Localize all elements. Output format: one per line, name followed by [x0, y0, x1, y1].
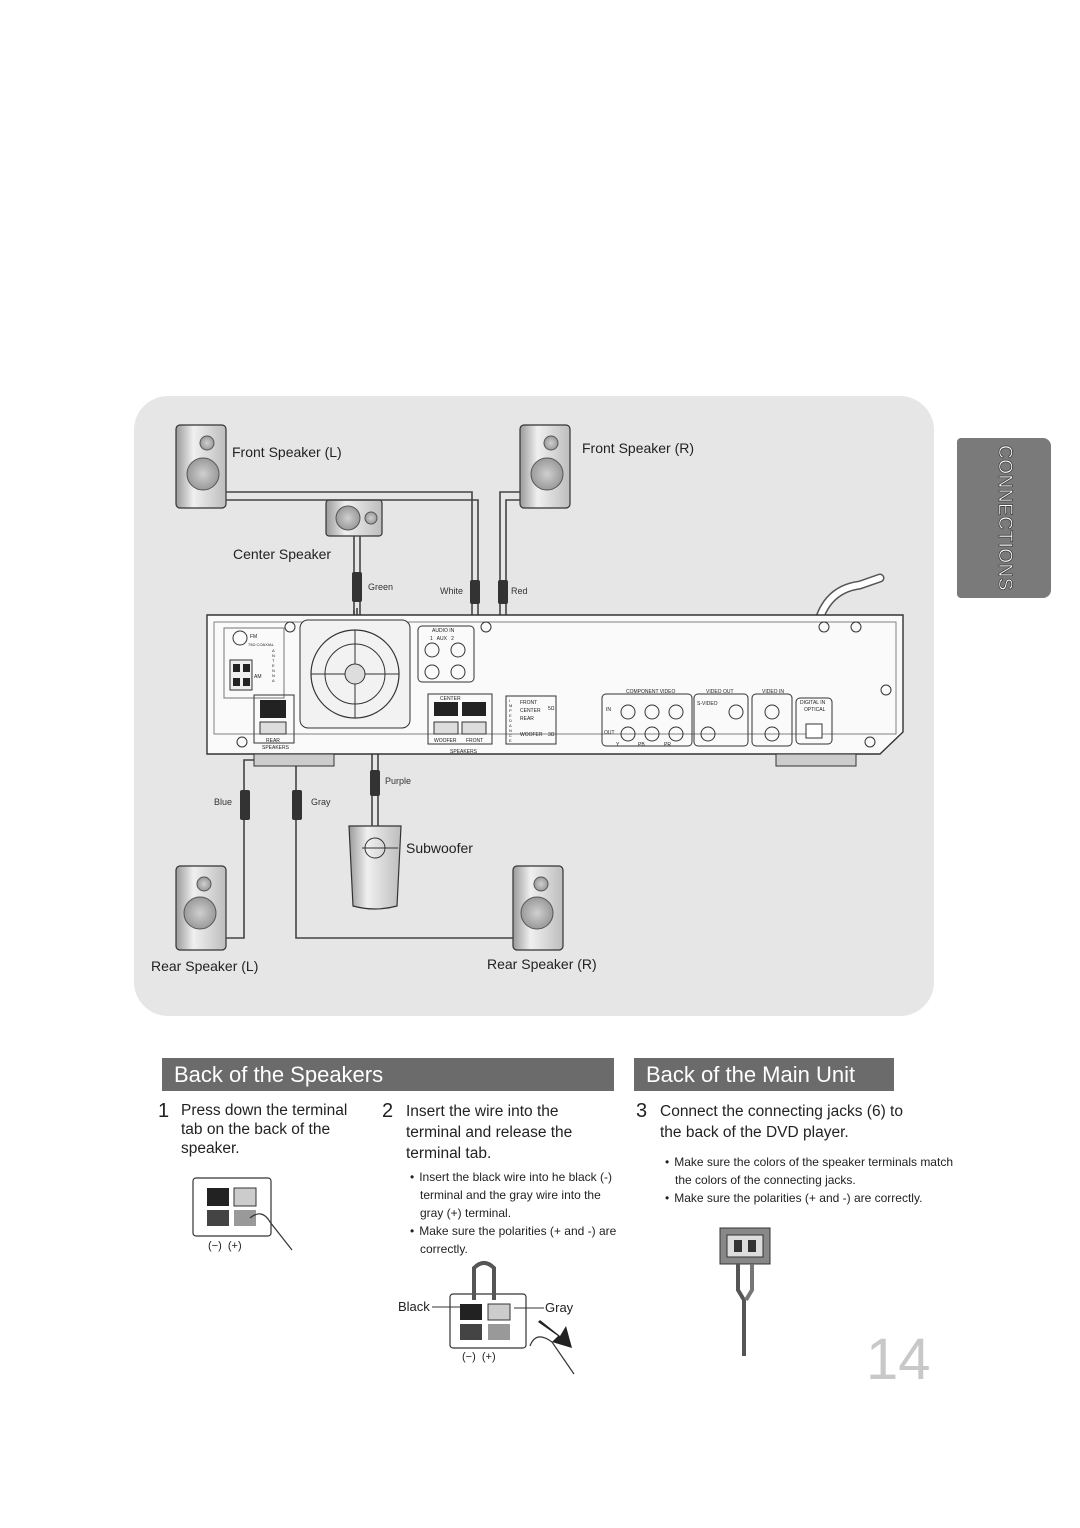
- unit-label-ohm-a: 5Ω: [548, 706, 555, 712]
- wire-color-white: White: [440, 586, 464, 596]
- rear-speaker-left-label: Rear Speaker (L): [151, 958, 259, 974]
- polarity-label-step1: (−) (+): [208, 1240, 242, 1252]
- unit-label-ohm-b: 3Ω: [548, 732, 555, 738]
- step1-text: Press down the terminal tab on the back …: [181, 1102, 348, 1157]
- gray-wire-label: Gray: [545, 1300, 574, 1315]
- black-wire-label: Black: [398, 1299, 430, 1314]
- unit-label-speakers: SPEAKERS: [450, 749, 477, 755]
- unit-label-in: IN: [606, 707, 611, 713]
- unit-label-woofer: WOOFER: [434, 738, 457, 744]
- unit-label-center: CENTER: [440, 696, 461, 702]
- unit-label-digital-in: DIGITAL IN: [800, 700, 826, 706]
- unit-label-antenna: ANTENNA: [272, 648, 275, 683]
- front-speaker-left-icon: [175, 424, 227, 509]
- jack-illustration-step3: [719, 1227, 771, 1356]
- polarity-label-step2: (−) (+): [462, 1351, 496, 1363]
- page-number: 14: [866, 1327, 931, 1392]
- unit-label-y: Y: [616, 742, 620, 748]
- center-speaker-label: Center Speaker: [233, 546, 332, 562]
- unit-label-impedance: IMPEDANCE: [509, 698, 513, 743]
- step3-text: Connect the connecting jacks (6) to the …: [660, 1103, 903, 1141]
- terminal-illustration-step2: [432, 1261, 575, 1375]
- step2-number: 2: [382, 1100, 394, 1122]
- unit-label-out: OUT: [604, 730, 615, 736]
- rear-speaker-left-icon: [175, 865, 227, 951]
- step1-number: 1: [158, 1100, 170, 1122]
- unit-label-front-tag: FRONT: [520, 700, 538, 706]
- rear-speaker-right-label: Rear Speaker (R): [487, 956, 597, 972]
- unit-label-fm: FM: [250, 634, 258, 640]
- main-unit-back-panel: [206, 614, 904, 767]
- unit-label-front: FRONT: [466, 738, 484, 744]
- step3-bullet-2: Make sure the polarities (+ and -) are c…: [674, 1189, 957, 1207]
- subwoofer-icon: [348, 825, 402, 910]
- unit-label-speakers-rear: SPEAKERS: [262, 745, 289, 751]
- step3-number: 3: [636, 1100, 648, 1122]
- unit-label-coaxial: 75Ω COAXIAL: [248, 642, 274, 647]
- subwoofer-label: Subwoofer: [406, 840, 473, 856]
- unit-label-woofer-tag: WOOFER: [520, 732, 543, 738]
- wire-color-purple: Purple: [385, 776, 412, 786]
- unit-label-svideo: S-VIDEO: [697, 701, 718, 707]
- unit-label-pb: PB: [638, 742, 645, 748]
- unit-label-rear-tag: REAR: [520, 716, 534, 722]
- step3-bullets: Make sure the colors of the speaker term…: [674, 1153, 957, 1207]
- unit-label-audio-in: AUDIO IN: [432, 628, 455, 634]
- unit-label-video-in: VIDEO IN: [762, 689, 784, 695]
- wire-color-blue: Blue: [214, 797, 233, 807]
- step2-bullet-2: Make sure the polarities (+ and -) are c…: [419, 1222, 626, 1258]
- front-speaker-left-label: Front Speaker (L): [232, 444, 342, 460]
- front-speaker-right-label: Front Speaker (R): [582, 440, 695, 456]
- section-tab-connections: CONNECTIONS: [957, 438, 1051, 598]
- unit-label-component-video: COMPONENT VIDEO: [626, 689, 676, 695]
- wire-color-gray: Gray: [311, 797, 331, 807]
- rear-speaker-right-icon: [512, 865, 564, 951]
- main-unit-section-title: Back of the Main Unit: [634, 1058, 894, 1091]
- center-speaker-icon: [325, 499, 383, 537]
- front-speaker-right-icon: [519, 424, 571, 509]
- unit-label-optical: OPTICAL: [804, 707, 826, 713]
- unit-label-aux: 1 AUX 2: [430, 636, 454, 642]
- terminal-illustration-step1: [192, 1177, 293, 1251]
- unit-label-pr: PR: [664, 742, 671, 748]
- speakers-section-title: Back of the Speakers: [162, 1058, 614, 1091]
- unit-label-center-tag: CENTER: [520, 708, 541, 714]
- step3-bullet-1: Make sure the colors of the speaker term…: [674, 1153, 957, 1189]
- unit-label-am: AM: [254, 674, 262, 680]
- wire-connectors: [240, 572, 508, 820]
- wire-color-red: Red: [511, 586, 528, 596]
- step2-bullet-1: Insert the black wire into he black (-) …: [419, 1168, 626, 1222]
- unit-label-video-out: VIDEO OUT: [706, 689, 734, 695]
- unit-label-rear: REAR: [266, 738, 280, 744]
- step2-text: Insert the wire into the terminal and re…: [406, 1103, 573, 1162]
- wire-color-green: Green: [368, 582, 394, 592]
- step2-bullets: Insert the black wire into he black (-) …: [419, 1168, 626, 1258]
